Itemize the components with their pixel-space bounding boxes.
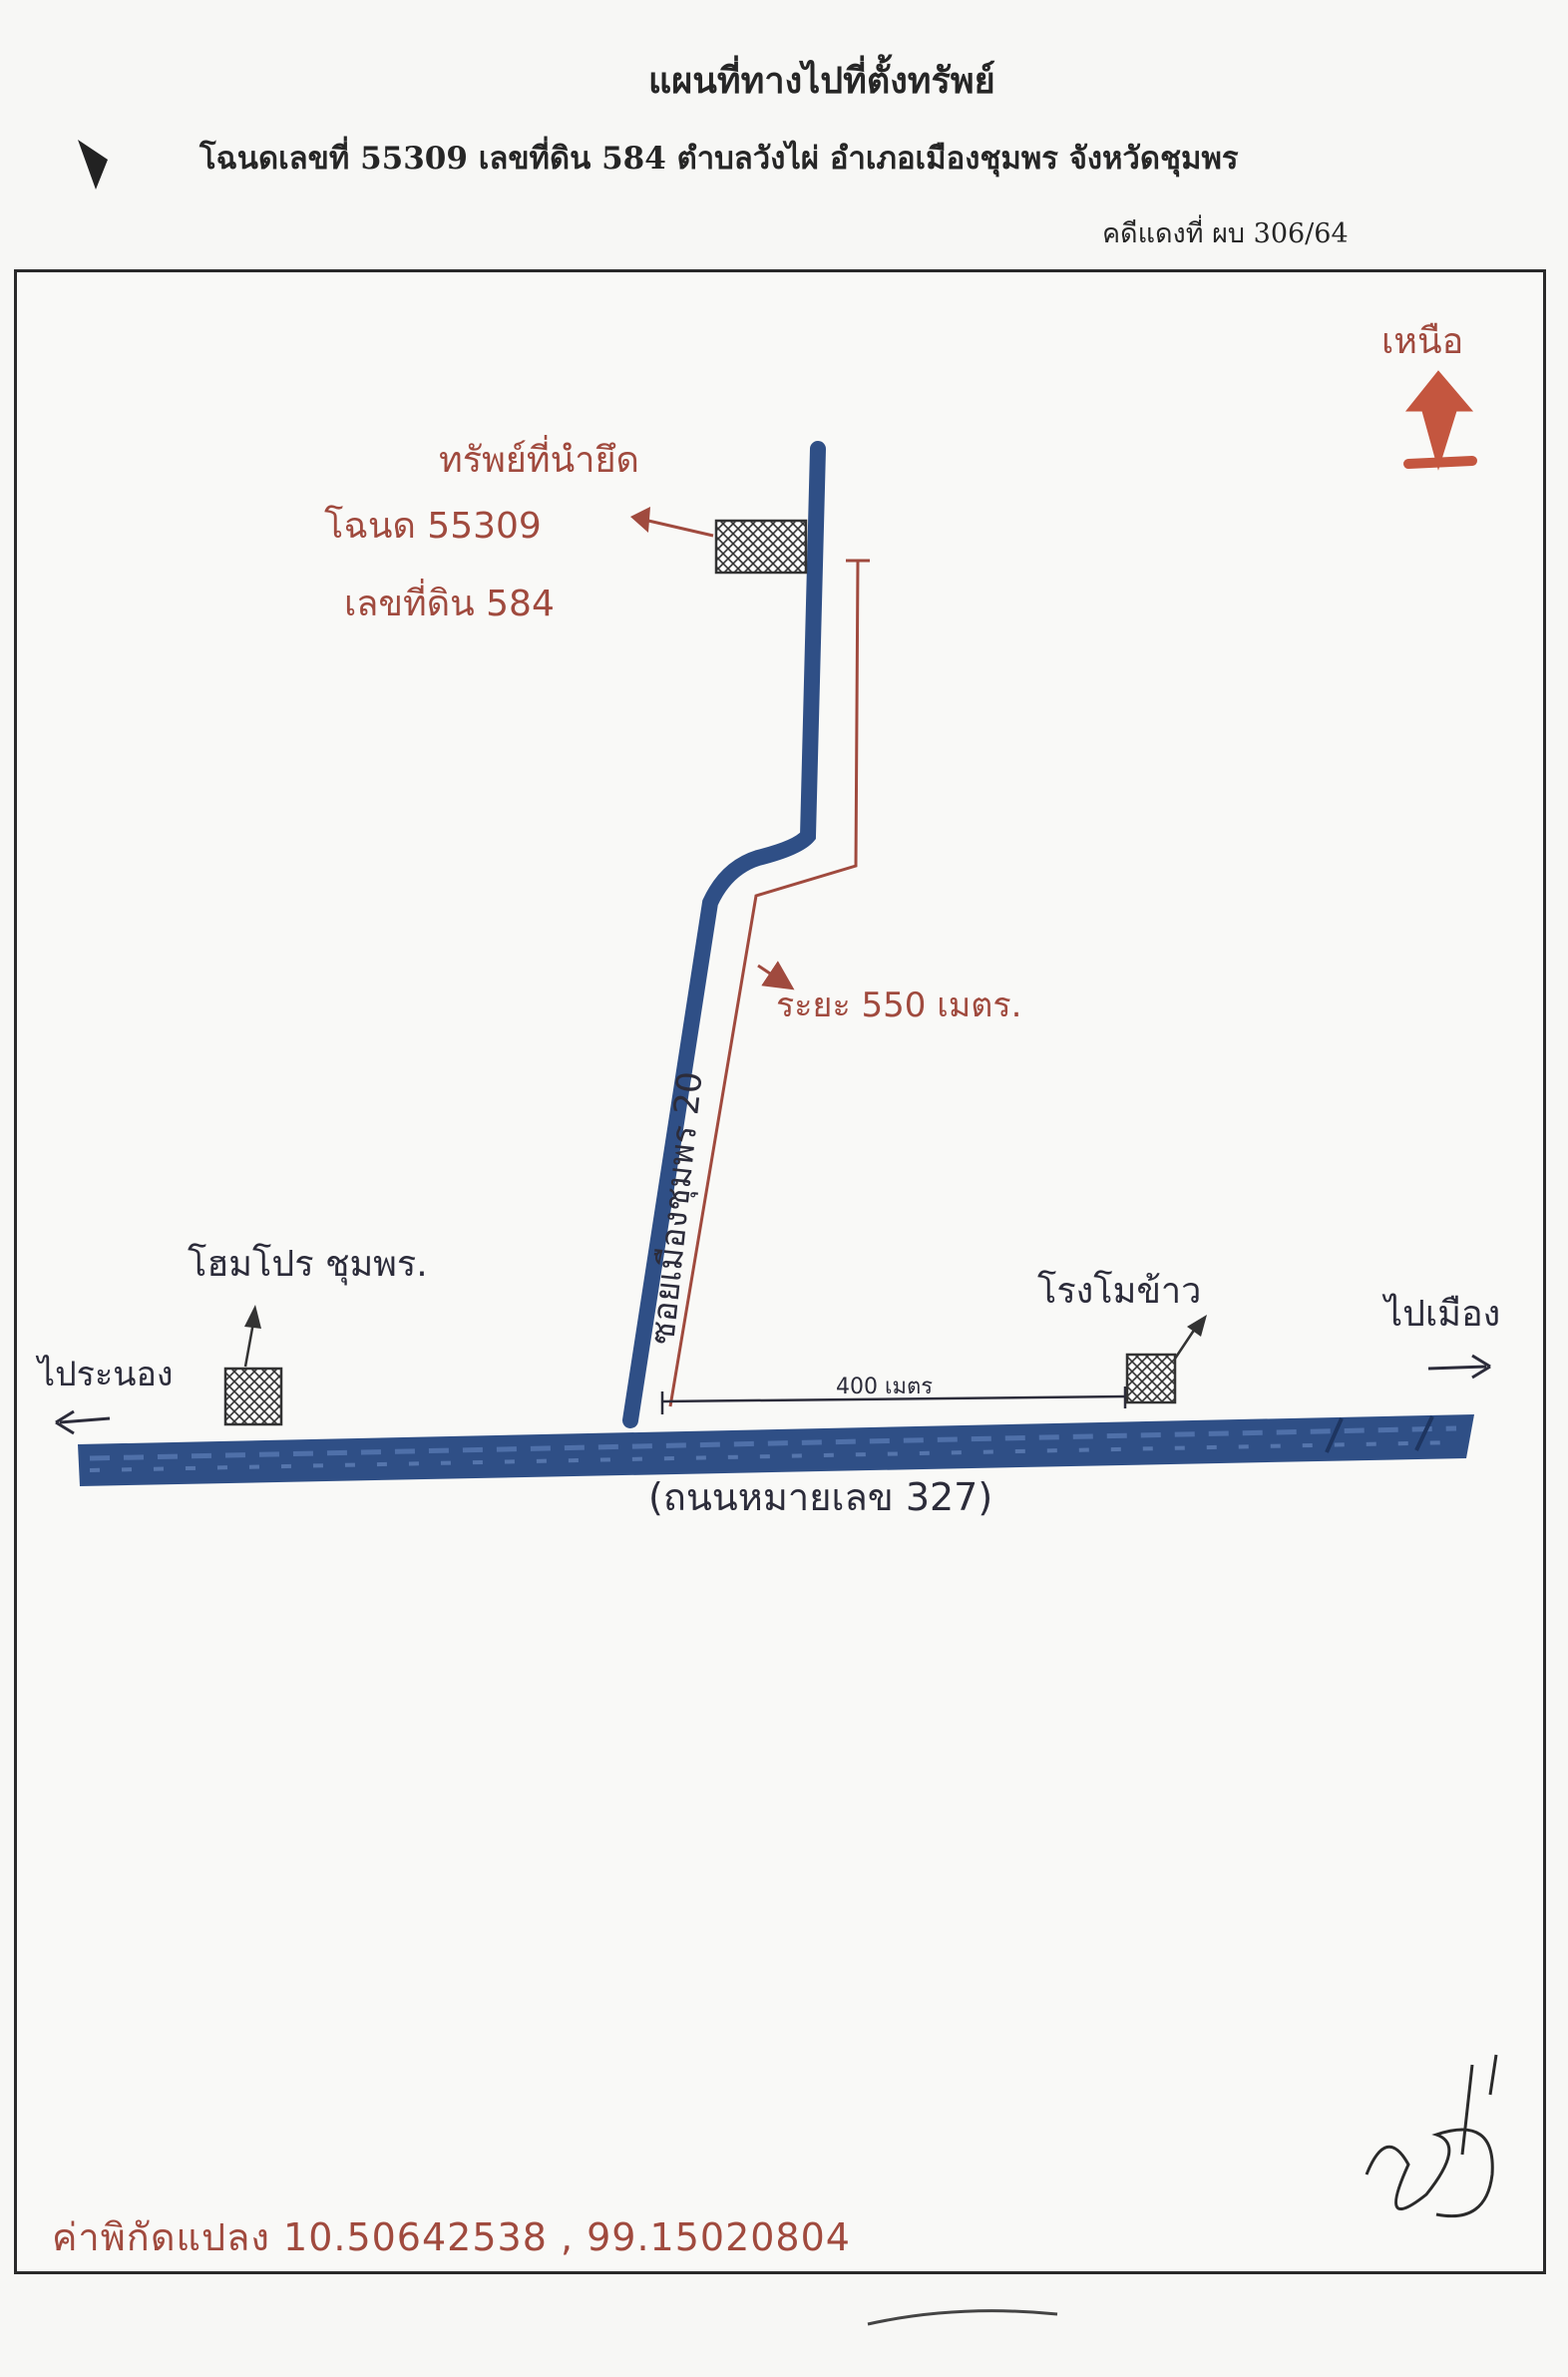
rice-mill-landmark [1125,1315,1207,1404]
scan-bottom-mark [867,2309,1058,2326]
arrow-left-icon [55,1409,111,1435]
homepro-label: โฮมโปร ชุมพร. [188,1244,428,1285]
highway-327 [78,1414,1474,1486]
distance-line-400 [660,1387,1127,1414]
direction-right-label: ไปเมือง [1384,1294,1501,1335]
asset-deed-label: โฉนด 55309 [324,506,542,547]
north-arrow-icon [1403,370,1477,471]
map-title: แผนที่ทางไปที่ตั้งทรัพย์ [648,60,995,102]
deed-subtitle: โฉนดเลขที่ 55309 เลขที่ดิน 584 ตำบลวังไผ… [199,141,1239,177]
distance-line-550 [668,559,870,1407]
road-distance-label: 400 เมตร [836,1375,934,1399]
asset-title-label: ทรัพย์ที่นำยึด [439,440,639,481]
arrow-right-icon [1427,1354,1491,1380]
signature-mark [1365,2054,1498,2218]
asset-pointer-arrow [647,519,714,538]
asset-arrowhead [630,507,650,533]
direction-left-label: ไประนอง [38,1355,174,1394]
soi-distance-label: ระยะ 550 เมตร. [776,986,1022,1025]
coordinates-label: ค่าพิกัดแปลง 10.50642538 , 99.15020804 [52,2215,851,2259]
rice-mill-label: โรงโมข้าว [1037,1271,1202,1312]
map-frame [14,269,1546,2274]
scan-mark [78,140,108,190]
soi-road [622,441,826,1428]
asset-parcel-marker [714,519,808,575]
homepro-landmark [223,1305,283,1426]
asset-parcel-label: เลขที่ดิน 584 [344,584,555,624]
highway-label: (ถนนหมายเลข 327) [648,1475,993,1519]
north-label: เหนือ [1381,321,1464,362]
case-number: คดีแดงที่ ผบ 306/64 [1102,218,1349,249]
